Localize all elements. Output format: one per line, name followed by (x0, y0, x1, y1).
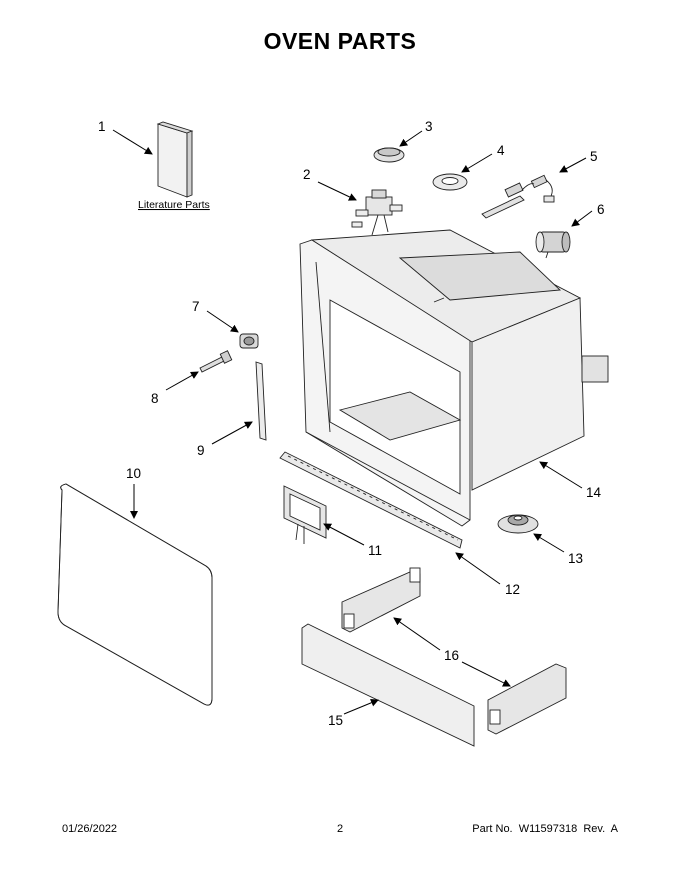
front-vent-strip (279, 451, 463, 549)
vent-bracket (283, 485, 327, 544)
literature-booklet (156, 121, 194, 198)
footer-date: 01/26/2022 (62, 823, 118, 835)
callout-1: 1 (98, 119, 106, 134)
mounting-screw (199, 350, 233, 373)
side-trim (255, 361, 267, 441)
callout-9: 9 (197, 443, 205, 458)
hinge-receptacle (239, 333, 259, 349)
convection-motor (535, 231, 571, 259)
callout-14: 14 (586, 485, 602, 500)
gas-valve (351, 189, 403, 236)
callout-16: 16 (444, 648, 459, 663)
callout-2: 2 (303, 167, 311, 182)
callout-12: 12 (505, 582, 520, 597)
callout-labels: 1 2 3 4 5 6 7 8 9 10 11 12 13 14 15 16 (98, 119, 605, 728)
igniter (481, 174, 555, 219)
callout-6: 6 (597, 202, 605, 217)
mounting-brackets (341, 567, 567, 735)
footer-page-number: 2 (337, 823, 344, 835)
callout-7: 7 (192, 299, 200, 314)
callout-8: 8 (151, 391, 159, 406)
callout-10: 10 (126, 466, 141, 481)
door-gasket (57, 483, 213, 706)
literature-parts-label: Literature Parts (138, 199, 210, 211)
ring-gasket (432, 173, 468, 191)
callout-13: 13 (568, 551, 583, 566)
footer-part-number: Part No. W11597318 Rev. A (472, 823, 618, 835)
callout-15: 15 (328, 713, 343, 728)
page-title: OVEN PARTS (263, 28, 417, 54)
callout-4: 4 (497, 143, 505, 158)
oven-cavity (299, 229, 609, 527)
toe-kick-panel (301, 623, 475, 747)
callout-5: 5 (590, 149, 598, 164)
callout-11: 11 (368, 543, 382, 558)
leader-arrows (112, 129, 593, 715)
callout-3: 3 (425, 119, 433, 134)
burner (497, 514, 539, 534)
burner-cap (373, 147, 405, 163)
